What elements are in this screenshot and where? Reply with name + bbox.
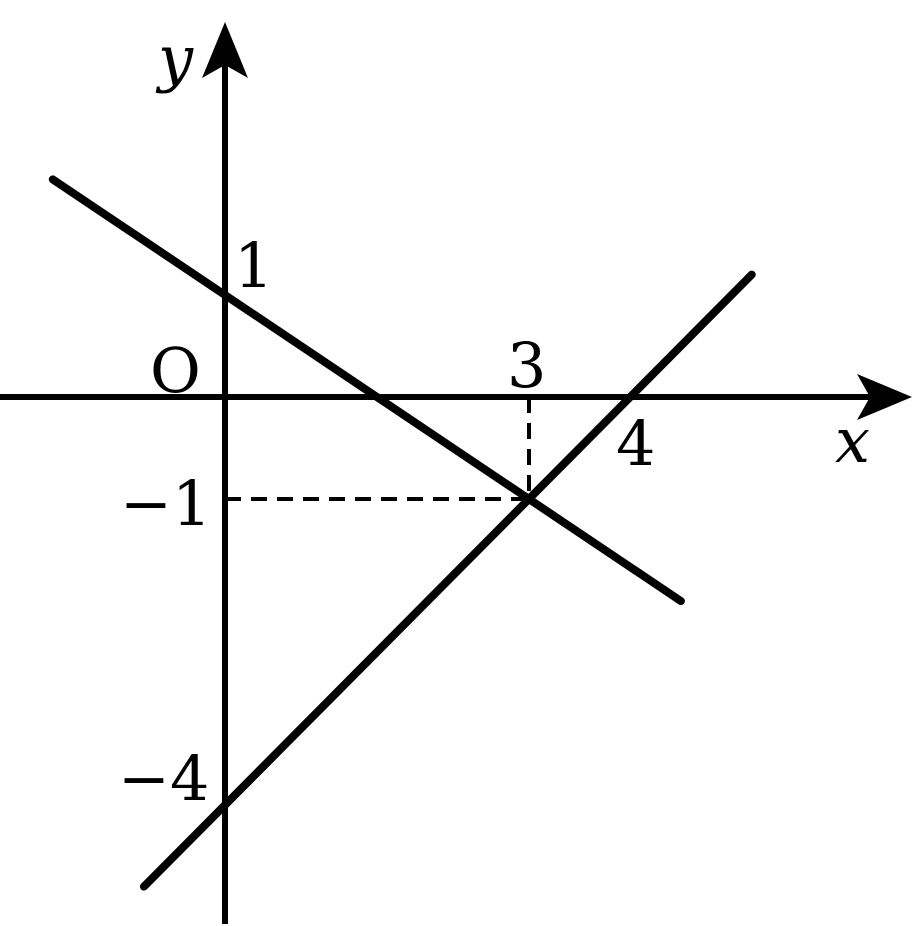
decreasing-line (48, 175, 685, 606)
origin-label: O (150, 334, 201, 407)
y-axis-label: y (155, 22, 194, 95)
x-axis-arrow (857, 374, 912, 420)
tick-label-x-3: 3 (507, 329, 546, 402)
x-axis-label: x (835, 404, 870, 477)
tick-label-x-4: 4 (616, 407, 655, 480)
function-lines (48, 175, 756, 891)
tick-label-y-neg4: −4 (118, 742, 209, 815)
increasing-line (139, 270, 756, 891)
y-axis-arrow (202, 22, 248, 78)
tick-label-y-1: 1 (234, 229, 273, 302)
tick-label-y-neg1: −1 (120, 467, 211, 540)
